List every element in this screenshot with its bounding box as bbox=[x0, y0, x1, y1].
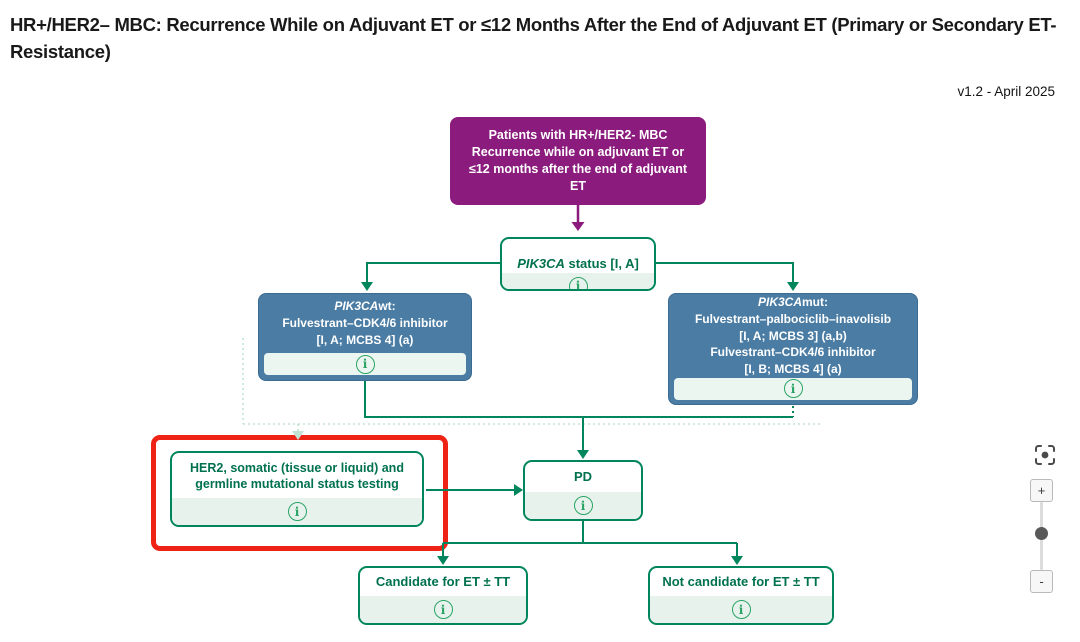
node-pik3ca-status-label: PIK3CA status [I, A] bbox=[517, 255, 639, 271]
version-label: v1.2 - April 2025 bbox=[957, 84, 1055, 99]
node-candidate-label: Candidate for ET ± TT bbox=[375, 573, 511, 589]
info-icon[interactable]: i bbox=[433, 600, 453, 619]
node-candidate-et-tt[interactable]: Candidate for ET ± TT i bbox=[358, 566, 528, 625]
zoom-slider-handle[interactable] bbox=[1035, 527, 1048, 540]
node-her2-testing-label: HER2, somatic (tissue or liquid) and ger… bbox=[190, 461, 404, 492]
node-patients[interactable]: Patients with HR+/HER2- MBC Recurrence w… bbox=[450, 117, 706, 205]
info-icon[interactable]: i bbox=[287, 502, 307, 521]
node-pik3ca-mut-label: PIK3CAmut: Fulvestrant–palbociclib–inavo… bbox=[694, 295, 892, 377]
node-pik3ca-mut[interactable]: PIK3CAmut: Fulvestrant–palbociclib–inavo… bbox=[668, 293, 918, 405]
node-pik3ca-wt[interactable]: PIK3CAwt: Fulvestrant–CDK4/6 inhibitor [… bbox=[258, 293, 472, 381]
node-pd-label: PD bbox=[573, 468, 593, 484]
info-strip: i bbox=[264, 353, 466, 375]
info-icon[interactable]: i bbox=[731, 600, 751, 619]
reset-view-button[interactable] bbox=[1033, 443, 1057, 467]
info-strip: i bbox=[674, 377, 912, 400]
info-strip: i bbox=[650, 596, 832, 623]
purple-arrow bbox=[571, 205, 585, 231]
info-strip: i bbox=[525, 492, 641, 519]
node-pik3ca-wt-label: PIK3CAwt: Fulvestrant–CDK4/6 inhibitor [… bbox=[282, 299, 448, 347]
info-strip: i bbox=[502, 272, 654, 289]
info-icon[interactable]: i bbox=[355, 354, 375, 374]
node-pik3ca-status[interactable]: PIK3CA status [I, A] i bbox=[500, 237, 656, 291]
node-patients-label: Patients with HR+/HER2- MBC Recurrence w… bbox=[469, 127, 687, 194]
info-icon[interactable]: i bbox=[783, 379, 803, 399]
info-strip: i bbox=[172, 498, 422, 525]
node-pd[interactable]: PD i bbox=[523, 460, 643, 521]
node-not-candidate-et-tt[interactable]: Not candidate for ET ± TT i bbox=[648, 566, 834, 625]
node-not-candidate-label: Not candidate for ET ± TT bbox=[662, 573, 820, 589]
page-title: HR+/HER2– MBC: Recurrence While on Adjuv… bbox=[10, 14, 1057, 62]
info-strip: i bbox=[360, 596, 526, 623]
zoom-out-button[interactable]: - bbox=[1030, 570, 1053, 593]
focus-icon bbox=[1035, 445, 1055, 465]
node-her2-testing[interactable]: HER2, somatic (tissue or liquid) and ger… bbox=[170, 451, 424, 527]
info-icon[interactable]: i bbox=[573, 496, 593, 515]
zoom-in-button[interactable]: + bbox=[1030, 479, 1053, 502]
info-icon[interactable]: i bbox=[568, 276, 588, 289]
